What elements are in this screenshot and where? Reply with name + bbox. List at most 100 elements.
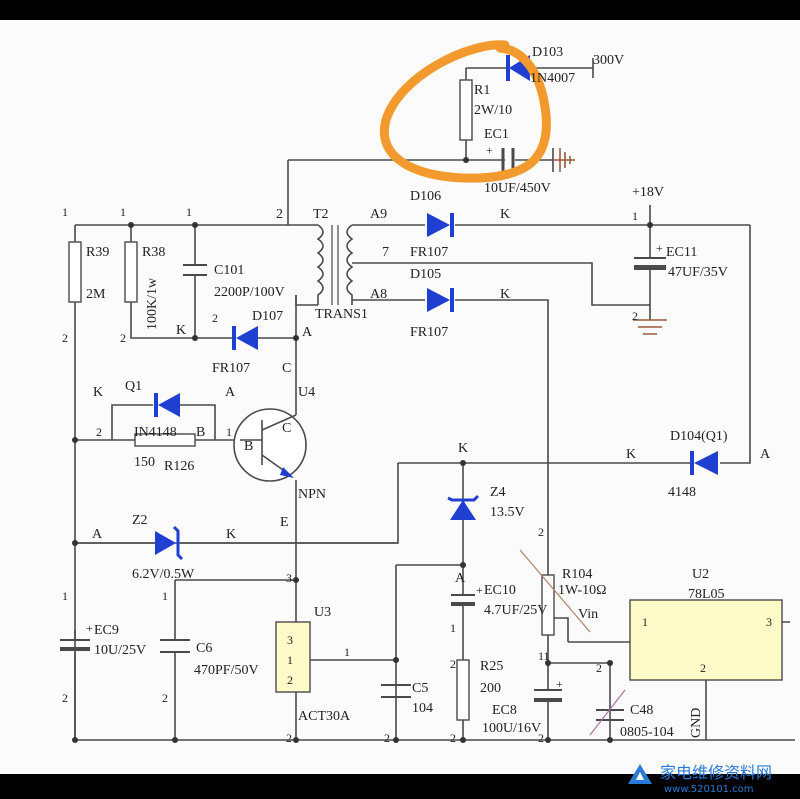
pin-label: 2	[286, 731, 292, 745]
pin-label: 2	[700, 661, 706, 675]
label-t2-part: TRANS1	[315, 307, 368, 322]
ic-u2	[629, 599, 783, 681]
label-c6-value: 470PF/50V	[194, 663, 259, 678]
pin-label: +	[556, 677, 563, 691]
resistor-r38	[124, 241, 138, 303]
pin-label: 1	[162, 589, 168, 603]
label-r25-value: 200	[480, 681, 501, 696]
pin-label: 1	[632, 209, 638, 223]
resistor-r25	[456, 659, 470, 721]
pin-label: 2	[162, 691, 168, 705]
diodes	[154, 55, 718, 561]
pin-label: 1	[642, 615, 648, 629]
zener-z4	[450, 500, 476, 520]
wires	[74, 58, 795, 741]
watermark: 家电维修资料网 www.520101.com	[622, 754, 800, 796]
diode-d105	[427, 288, 450, 312]
pin-label: +	[86, 621, 93, 635]
ic-u3	[275, 621, 311, 693]
label-ec11-ref: EC11	[666, 245, 697, 260]
label-r25-ref: R25	[480, 659, 503, 674]
label-c48-value: 0805-104	[620, 725, 674, 740]
diode-d106	[427, 213, 450, 237]
pin-label: 1	[344, 645, 350, 659]
pin-label: A8	[370, 287, 387, 302]
label-u3-part: ACT30A	[298, 709, 351, 724]
pin-label: 2	[96, 425, 102, 439]
label-d104-ref: D104(Q1)	[670, 429, 728, 444]
pin-label: 1	[62, 589, 68, 603]
pin-label: 2	[62, 331, 68, 345]
resistor-r39	[68, 241, 82, 303]
label-z4-ref: Z4	[490, 485, 506, 500]
pin-label: A	[455, 571, 466, 586]
diode-d104	[694, 451, 718, 475]
pin-label: A	[225, 385, 236, 400]
pin-label: 2	[450, 657, 456, 671]
label-ec10-value: 4.7UF/25V	[484, 603, 547, 618]
pin-label: K	[176, 323, 186, 338]
pin-label: 2	[62, 691, 68, 705]
label-r38-ref: R38	[142, 245, 165, 260]
r104-variable-arrow	[519, 549, 591, 633]
pin-label: 2	[450, 731, 456, 745]
label-d107-ref: D107	[252, 309, 283, 324]
pin-label: 1	[62, 205, 68, 219]
label-d106-part: FR107	[410, 245, 448, 260]
pin-label: B	[244, 439, 253, 454]
diode-q1	[158, 393, 180, 417]
label-d105-part: FR107	[410, 325, 448, 340]
highlight-annotation	[379, 40, 551, 183]
pin-label: 3	[287, 633, 293, 647]
pin-label: E	[280, 515, 289, 530]
label-z2-ref: Z2	[132, 513, 148, 528]
label-r39-ref: R39	[86, 245, 109, 260]
pin-label: K	[626, 447, 636, 462]
label-c48-ref: C48	[630, 703, 653, 718]
label-r126-ref: R126	[164, 459, 194, 474]
pin-label: K	[226, 527, 236, 542]
label-ec9-value: 10U/25V	[94, 643, 146, 658]
pin-label: 2	[384, 731, 390, 745]
pin-label: 7	[382, 245, 389, 260]
label-u4-ref: U4	[298, 385, 315, 400]
label-r1-ref: R1	[474, 83, 490, 98]
wire-right-down	[720, 225, 751, 464]
label-t2-ref: T2	[313, 207, 329, 222]
label-d105-ref: D105	[410, 267, 441, 282]
label-ec9-ref: EC9	[94, 623, 119, 638]
pin-label: 2	[596, 661, 602, 675]
label-d104-part: 4148	[668, 485, 696, 500]
ground-symbols	[553, 148, 667, 335]
ground-icon	[553, 148, 575, 172]
pin-label: C	[282, 361, 291, 376]
pin-label: 2	[212, 311, 218, 325]
pin-label: 1	[186, 205, 192, 219]
label-ec11-value: 47UF/35V	[668, 265, 728, 280]
pin-label: B	[196, 425, 205, 440]
transistor-u4	[233, 408, 307, 482]
diode-d107	[236, 326, 258, 350]
label-d107-part: FR107	[212, 361, 250, 376]
wire-ec8-c48	[547, 635, 611, 740]
capacitor-ec10	[451, 602, 475, 606]
label-u3-ref: U3	[314, 605, 331, 620]
pin-label: 3	[766, 615, 772, 629]
label-c5-ref: C5	[412, 681, 428, 696]
label-r104-value: 1W-10Ω	[558, 583, 607, 598]
label-u4-type: NPN	[298, 487, 326, 502]
label-r1-value: 2W/10	[474, 103, 512, 118]
label-c101-value: 2200P/100V	[214, 285, 285, 300]
wire-300v	[466, 58, 594, 78]
capacitor-c5	[381, 684, 411, 698]
label-gnd: GND	[689, 708, 704, 738]
label-q1-ref: Q1	[125, 379, 142, 394]
capacitor-ec11	[634, 265, 666, 270]
label-r39-value: 2M	[86, 287, 106, 302]
pin-label: K	[458, 441, 468, 456]
ground-icon	[633, 319, 667, 335]
label-r104-ref: R104	[562, 567, 592, 582]
wire-a8	[352, 299, 549, 575]
label-ec8-value: 100U/16V	[482, 721, 541, 736]
